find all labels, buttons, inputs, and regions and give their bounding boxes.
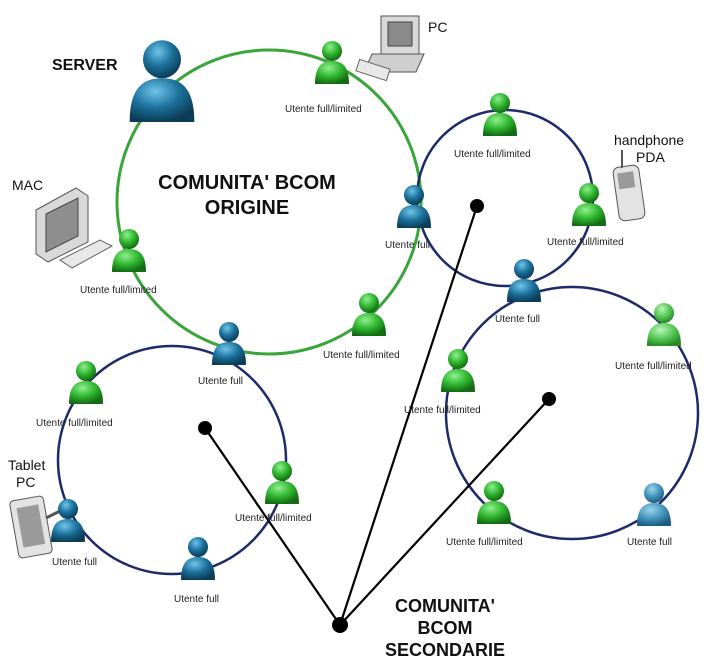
- label-origin-bottom-full: Utente full: [198, 376, 243, 387]
- mac-icon: [35, 187, 114, 269]
- ring-top-right: [415, 108, 595, 288]
- user-icon-ring4-left: [69, 361, 103, 404]
- user-icon-ring2-top: [483, 93, 517, 136]
- user-icon-ring4-right: [265, 461, 299, 504]
- label-pda: PDA: [636, 149, 665, 165]
- label-ring2-right: Utente full/limited: [547, 237, 624, 248]
- hub-node-main: [332, 617, 348, 633]
- user-icon-ring4-bottom-left: [51, 499, 85, 542]
- label-ring3-bottom-right: Utente full: [627, 537, 672, 548]
- label-ring4-right: Utente full/limited: [235, 513, 312, 524]
- label-ring4-bottom-left: Utente full: [52, 557, 97, 568]
- user-icon-ring4-bottom: [181, 537, 215, 580]
- label-origin-bottom-right: Utente full/limited: [323, 350, 400, 361]
- pc-icon: [355, 15, 425, 82]
- title-origin-line1: COMUNITA' BCOM: [158, 172, 336, 194]
- user-icon-ring3-left: [441, 349, 475, 392]
- user-icon-ring2-right: [572, 183, 606, 226]
- hub-node-ring3: [542, 392, 556, 406]
- pda-icon: [612, 150, 646, 222]
- label-ring2-bottom-full: Utente full: [495, 314, 540, 325]
- tablet-icon: [9, 495, 63, 559]
- title-secondary-line3: SECONDARIE: [385, 640, 505, 660]
- hub-node-ring4: [198, 421, 212, 435]
- user-icon-origin-bottom-right: [352, 293, 386, 336]
- label-tablet-line2: PC: [16, 474, 35, 490]
- label-ring3-left: Utente full/limited: [404, 405, 481, 416]
- label-mac: MAC: [12, 177, 43, 193]
- label-ring2-top: Utente full/limited: [454, 149, 531, 160]
- label-ring4-bottom: Utente full: [174, 594, 219, 605]
- label-ring4-left: Utente full/limited: [36, 418, 113, 429]
- label-server: SERVER: [52, 57, 118, 74]
- hub-node-ring2: [470, 199, 484, 213]
- label-origin-left: Utente full/limited: [80, 285, 157, 296]
- title-secondary-line2: BCOM: [418, 618, 473, 638]
- user-icon-ring3-bottom-right: [637, 483, 671, 526]
- label-tablet-line1: Tablet: [8, 457, 45, 473]
- server-user-icon: [129, 40, 195, 122]
- ring-bottom-right: [444, 285, 700, 541]
- label-handphone: handphone: [614, 132, 684, 148]
- user-icon-ring3-top-right: [647, 303, 681, 346]
- label-ring3-top-right: Utente full/limited: [615, 361, 692, 372]
- label-origin-right-full: Utente full: [385, 240, 430, 251]
- label-pc: PC: [428, 19, 447, 35]
- title-secondary-line1: COMUNITA': [395, 596, 495, 616]
- label-origin-top: Utente full/limited: [285, 104, 362, 115]
- user-icon-origin-right-full: [397, 185, 431, 228]
- title-origin-line2: ORIGINE: [205, 197, 289, 219]
- user-icon-origin-top: [315, 41, 349, 84]
- label-ring3-bottom-left: Utente full/limited: [446, 537, 523, 548]
- ring-bottom-left: [56, 344, 288, 576]
- user-icon-origin-left: [112, 229, 146, 272]
- hub-connections: [204, 205, 550, 626]
